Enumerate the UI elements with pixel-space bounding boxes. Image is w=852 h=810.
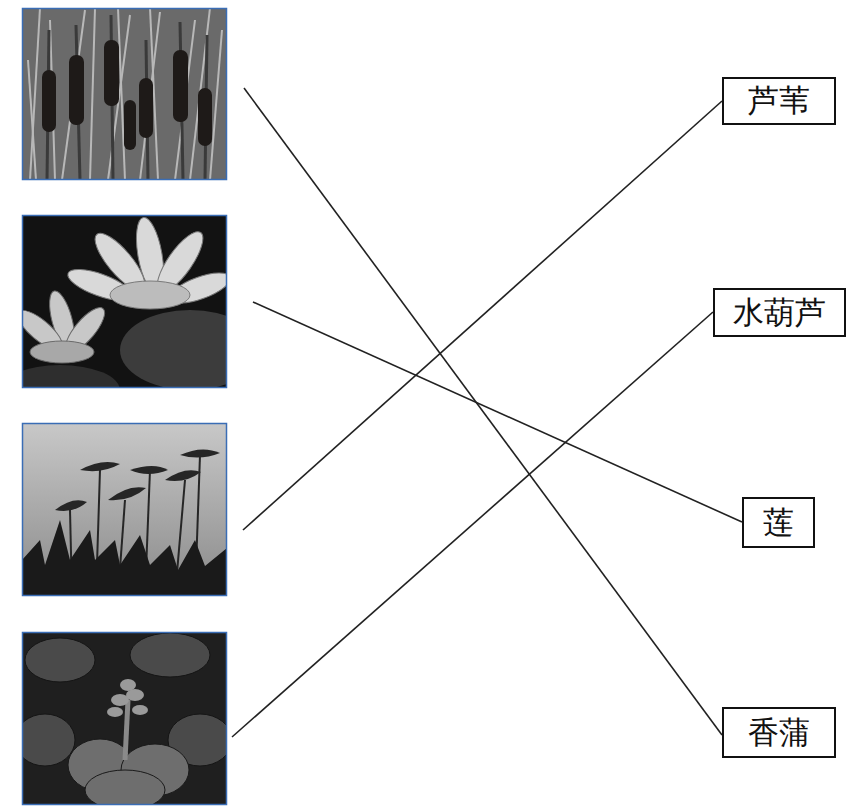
cattail-photo (118, 8, 125, 180)
cattail-photo (139, 78, 153, 138)
plant-name: 莲 (763, 505, 794, 541)
hyacinth-photo (130, 633, 210, 677)
hyacinth-photo (85, 770, 165, 805)
matching-line (232, 312, 713, 737)
photo-frame (23, 633, 227, 805)
hyacinth-photo (120, 679, 136, 691)
reed-photo (22, 423, 227, 596)
hyacinth-photo (22, 632, 227, 805)
hyacinth-photo (132, 705, 148, 715)
reed-photo (55, 500, 87, 511)
label-box: 莲 (742, 497, 815, 548)
cattail-photo (47, 15, 207, 180)
matching-line (243, 101, 722, 530)
cattail-photo (124, 100, 136, 150)
lotus-photo (30, 341, 94, 363)
lotus-photo (64, 215, 227, 309)
cattail-photo (90, 8, 95, 180)
hyacinth-photo (25, 638, 95, 682)
reed-photo (165, 470, 201, 481)
photo-frame (23, 424, 227, 596)
photo-frame (23, 216, 227, 388)
cattail-photo (22, 8, 227, 180)
hyacinth-photo (22, 633, 227, 766)
plant-name: 香蒲 (748, 715, 810, 751)
label-box: 香蒲 (722, 707, 836, 758)
hyacinth-photo (125, 700, 128, 760)
hyacinth-photo (68, 739, 189, 805)
cattail-photo (42, 40, 212, 150)
label-box: 水葫芦 (713, 288, 846, 337)
reed-photo (22, 423, 227, 596)
reed-photo (22, 520, 227, 596)
photo-frame (23, 9, 227, 180)
lotus-photo (22, 215, 227, 388)
lotus-photo (22, 365, 120, 388)
reed-photo (108, 487, 146, 500)
matching-line (244, 88, 722, 735)
lotus-photo (22, 288, 111, 363)
hyacinth-photo (107, 707, 123, 717)
cattail-photo (22, 8, 227, 180)
plant-name: 水葫芦 (733, 295, 826, 331)
lotus-photo (120, 310, 227, 388)
plant-name: 芦苇 (748, 83, 810, 119)
cattail-photo (173, 50, 188, 122)
label-box: 芦苇 (722, 77, 836, 125)
matching-line (253, 302, 742, 522)
cattail-photo (28, 60, 36, 180)
cattail-photo (69, 55, 84, 125)
cattail-photo (104, 40, 119, 106)
reed-photo (55, 449, 220, 511)
hyacinth-photo (22, 714, 75, 766)
cattail-photo (28, 8, 222, 180)
lotus-photo (110, 281, 190, 309)
cattail-photo (62, 10, 85, 180)
cattail-photo (198, 88, 212, 146)
cattail-photo (42, 70, 56, 132)
reed-photo (80, 462, 120, 471)
matching-line (232, 88, 742, 737)
hyacinth-photo (107, 679, 148, 717)
